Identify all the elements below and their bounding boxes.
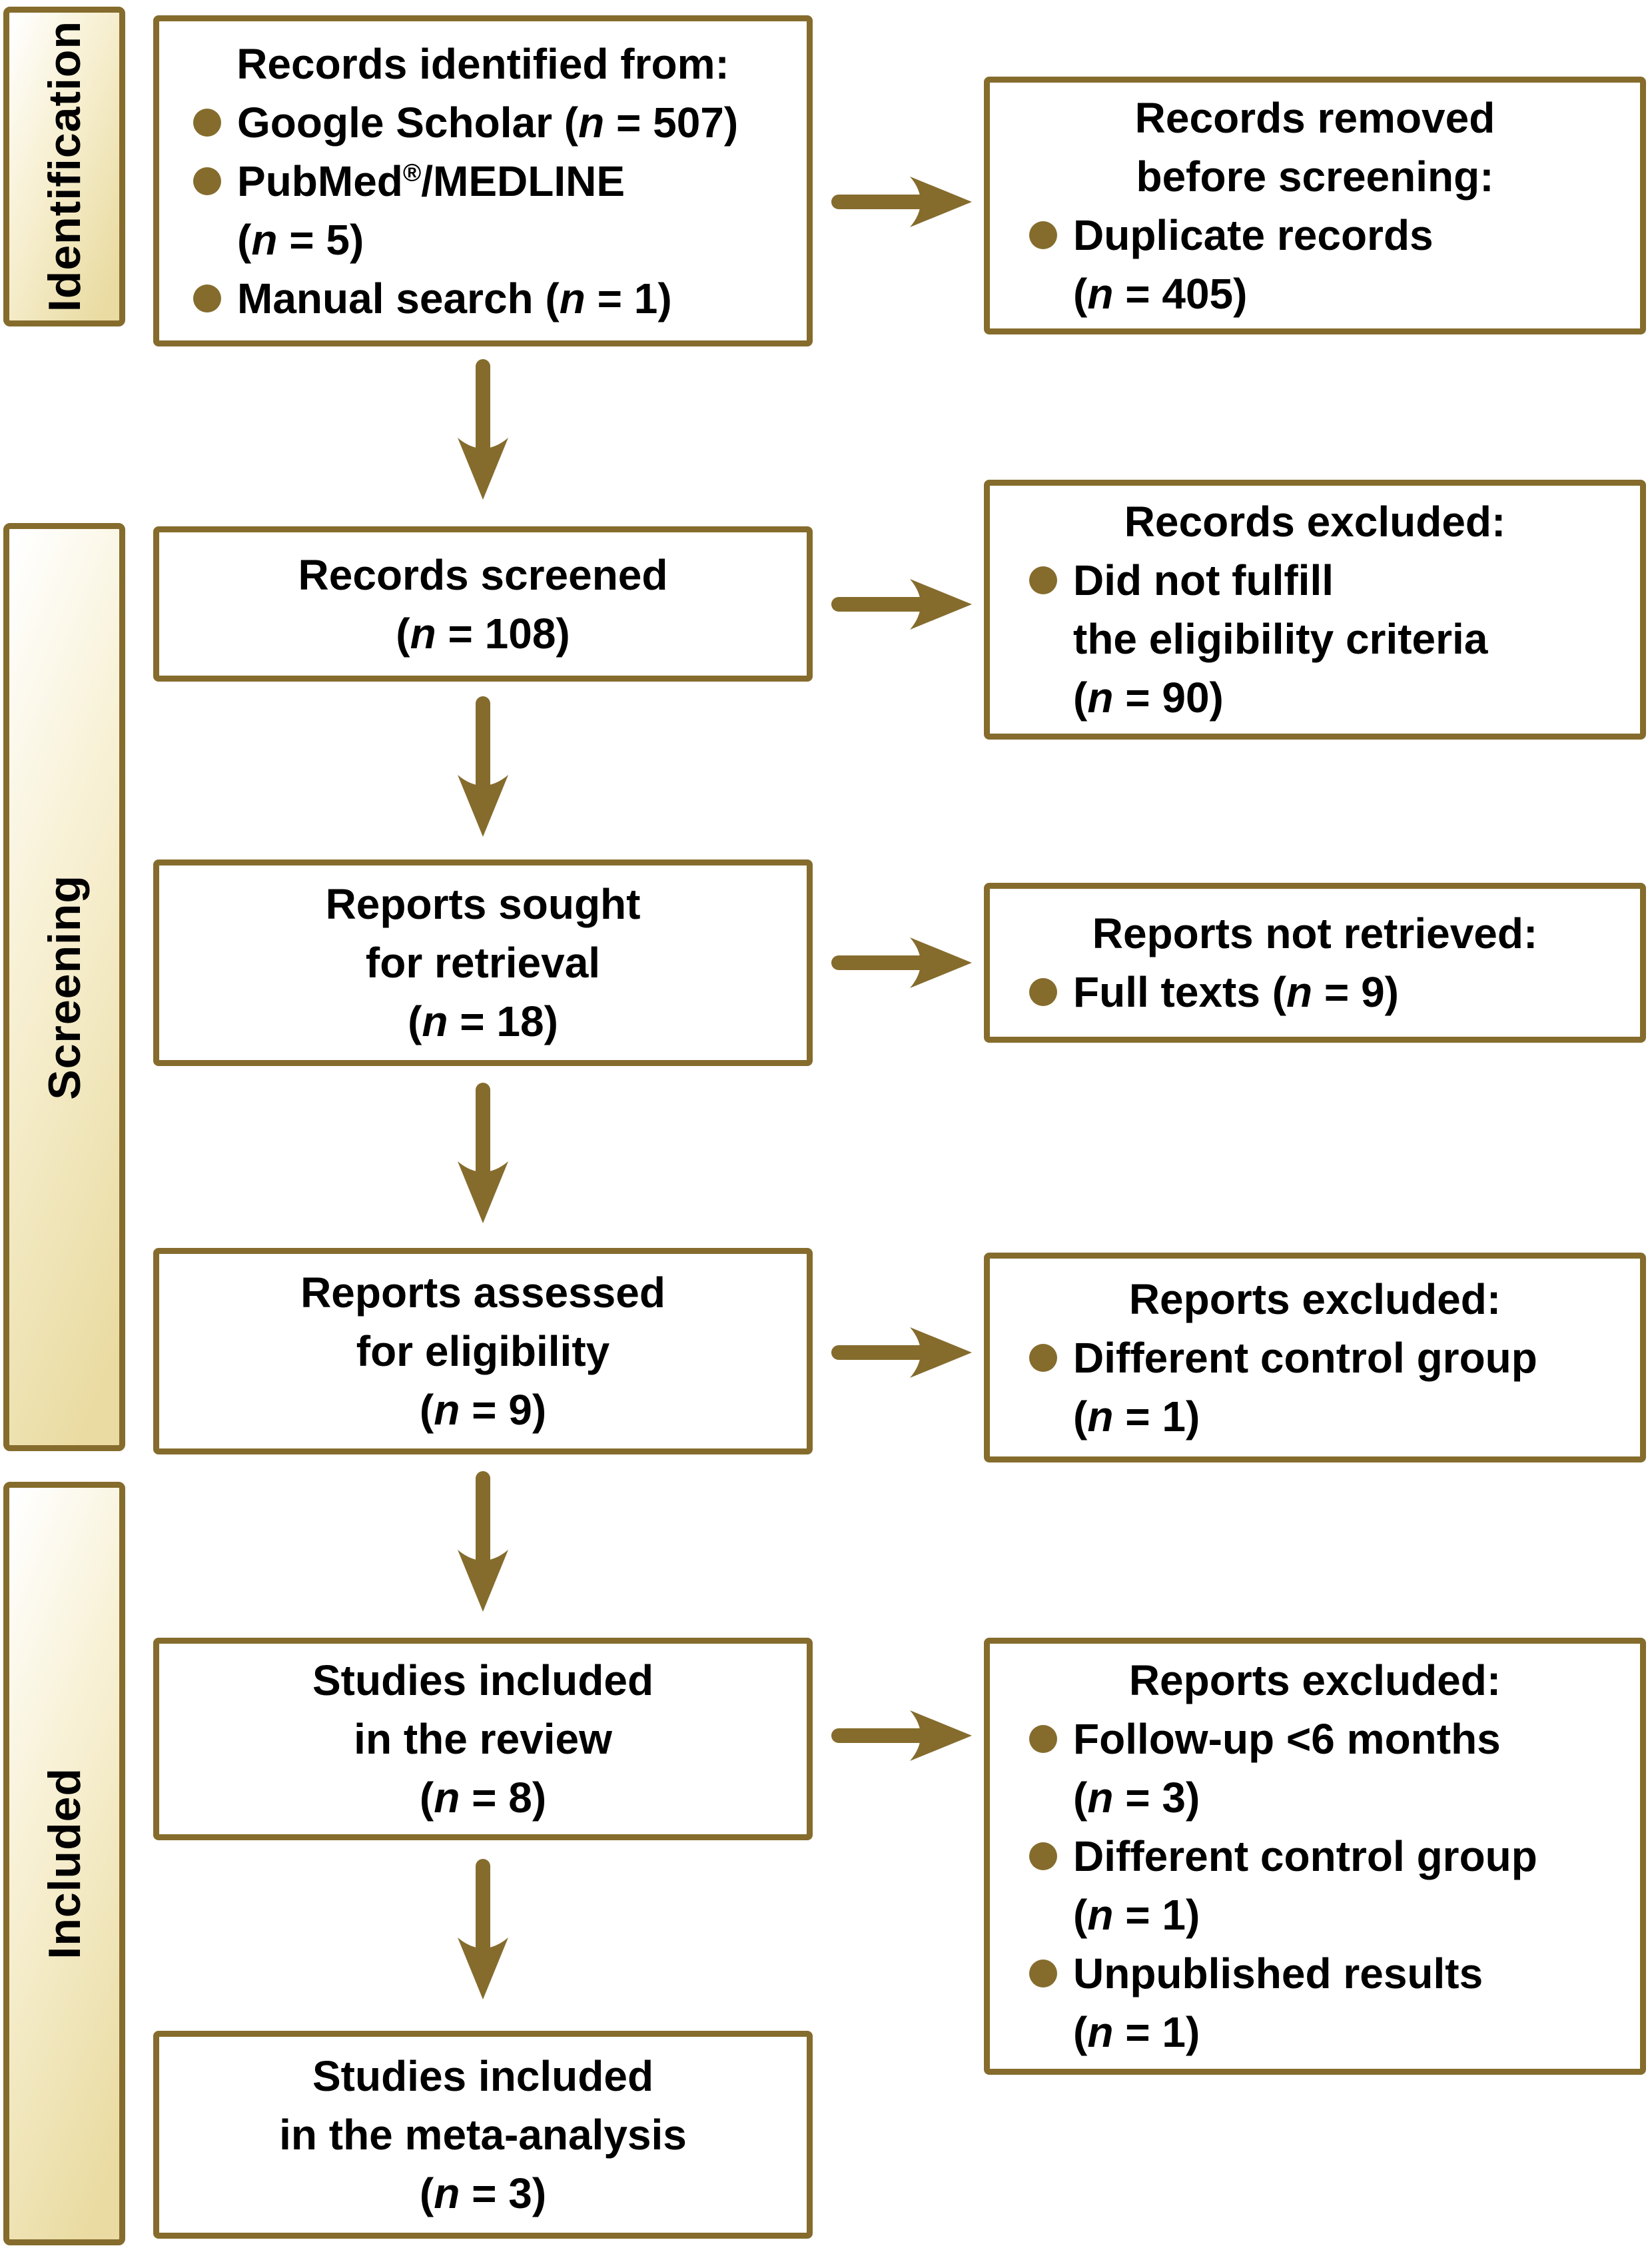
bullet-icon <box>1029 978 1057 1006</box>
text-line: Reports excluded: <box>1128 1656 1501 1704</box>
bullet-line: PubMed®/MEDLINE <box>159 152 807 211</box>
continuation-line: (n = 1) <box>1073 1891 1200 1939</box>
bullet-icon <box>1029 221 1057 249</box>
continuation-line: (n = 90) <box>1073 674 1224 722</box>
side-box-records-excluded: Records excluded: Did not fulfill the elig… <box>984 480 1646 740</box>
text-line: Reports excluded: <box>1128 1275 1501 1323</box>
text-line: Reports not retrieved: <box>1092 909 1538 957</box>
continuation-line: (n = 1) <box>1073 2008 1200 2056</box>
bullet-line: Unpublished results <box>990 1944 1640 2003</box>
bullet-text: Manual search (n = 1) <box>237 274 672 322</box>
bullet-line: Different control group <box>990 1827 1640 1886</box>
bullet-line: Did not fulfill <box>990 551 1640 610</box>
bullet-icon <box>1029 1960 1057 1987</box>
bullet-icon <box>193 284 221 312</box>
text-line: Records identified from: <box>236 39 729 88</box>
down-arrow-icon <box>453 696 513 840</box>
flow-box-reports-assessed: Reports assessed for eligibility (n = 9) <box>153 1248 813 1454</box>
continuation-line: (n = 1) <box>1073 1392 1200 1440</box>
down-arrow-icon <box>453 359 513 502</box>
text-line: (n = 108) <box>396 609 570 658</box>
stage-label-screening: Screening <box>3 523 125 1451</box>
bullet-icon <box>193 108 221 137</box>
continuation-line: (n = 405) <box>1073 269 1248 318</box>
down-arrow-icon <box>453 1859 513 2002</box>
bullet-icon <box>1029 1842 1057 1870</box>
bullet-line: Different control group <box>990 1329 1640 1387</box>
bullet-text: Did not fulfill <box>1073 556 1334 604</box>
flow-box-records-screened: Records screened (n = 108) <box>153 526 813 682</box>
flow-box-studies-included-meta: Studies included in the meta-analysis (n =… <box>153 2031 813 2239</box>
bullet-line: Google Scholar (n = 507) <box>159 93 807 152</box>
right-arrow-icon <box>831 1323 975 1383</box>
text-line: (n = 18) <box>408 997 558 1045</box>
stage-label-identification: Identification <box>3 7 125 326</box>
bullet-icon <box>193 167 221 195</box>
right-arrow-icon <box>831 933 975 993</box>
text-line: for eligibility <box>356 1327 610 1375</box>
text-line: in the review <box>354 1715 612 1763</box>
bullet-icon <box>1029 1725 1057 1753</box>
flow-box-reports-sought: Reports sought for retrieval (n = 18) <box>153 859 813 1066</box>
text-line: before screening: <box>1136 152 1494 201</box>
text-line: Studies included <box>312 1656 654 1704</box>
bullet-icon <box>1029 566 1057 594</box>
flow-box-studies-included-review: Studies included in the review (n = 8) <box>153 1638 813 1840</box>
text-line: Studies included <box>312 2052 654 2100</box>
bullet-line: Follow-up <6 months <box>990 1710 1640 1768</box>
text-line: Records excluded: <box>1124 498 1506 546</box>
stage-label-text: Included <box>39 1768 90 1960</box>
continuation-line: (n = 3) <box>1073 1774 1200 1822</box>
bullet-text: Different control group <box>1073 1333 1537 1382</box>
flow-box-records-identified: Records identified from: Google Scholar (… <box>153 15 813 346</box>
right-arrow-icon <box>831 574 975 634</box>
text-line: Records removed <box>1134 93 1495 142</box>
bullet-text: Duplicate records <box>1073 211 1434 259</box>
down-arrow-icon <box>453 1083 513 1226</box>
text-line: (n = 3) <box>419 2169 547 2217</box>
down-arrow-icon <box>453 1471 513 1614</box>
text-line: for retrieval <box>365 939 601 987</box>
stage-label-text: Identification <box>39 21 90 312</box>
text-line: Reports assessed <box>300 1269 665 1317</box>
text-line: (n = 8) <box>419 1774 547 1822</box>
bullet-text: Different control group <box>1073 1832 1537 1880</box>
text-line: in the meta-analysis <box>279 2111 687 2159</box>
bullet-line: Full texts (n = 9) <box>990 963 1640 1021</box>
right-arrow-icon <box>831 1706 975 1766</box>
stage-label-included: Included <box>3 1482 125 2245</box>
text-line: Records screened <box>298 550 668 599</box>
bullet-line: Duplicate records <box>990 206 1640 265</box>
bullet-text: Google Scholar (n = 507) <box>237 98 739 147</box>
side-box-reports-not-retrieved: Reports not retrieved: Full texts (n = 9) <box>984 883 1646 1043</box>
stage-label-text: Screening <box>39 874 90 1100</box>
continuation-line: the eligibility criteria <box>1073 615 1488 663</box>
continuation-line: (n = 5) <box>237 215 364 264</box>
right-arrow-icon <box>831 172 975 232</box>
bullet-line: Manual search (n = 1) <box>159 269 807 328</box>
bullet-text: Full texts (n = 9) <box>1073 968 1399 1016</box>
text-line: (n = 9) <box>419 1386 547 1434</box>
bullet-icon <box>1029 1343 1057 1372</box>
text-line: Reports sought <box>325 880 641 928</box>
bullet-text: PubMed®/MEDLINE <box>237 157 625 205</box>
side-box-records-removed: Records removed before screening: Duplicat… <box>984 77 1646 334</box>
bullet-text: Follow-up <6 months <box>1073 1715 1501 1763</box>
side-box-reports-excluded-eligibility: Reports excluded: Different control group… <box>984 1253 1646 1462</box>
side-box-reports-excluded-review: Reports excluded: Follow-up <6 months (n =… <box>984 1638 1646 2075</box>
bullet-text: Unpublished results <box>1073 1950 1483 1997</box>
